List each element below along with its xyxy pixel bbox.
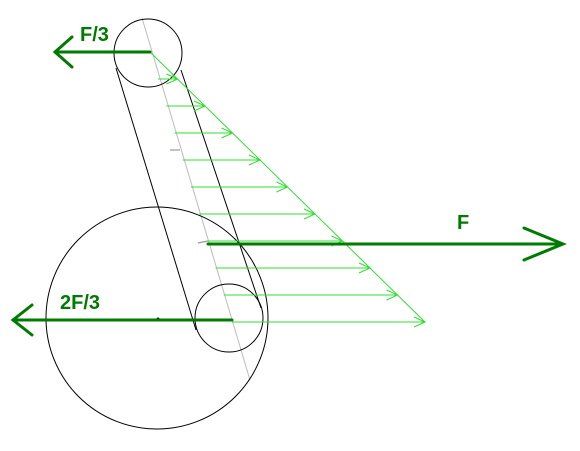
centerline-ticks <box>170 149 209 244</box>
load-arrowhead <box>248 154 262 166</box>
large-wheel <box>45 206 269 430</box>
load-arrowhead <box>386 289 399 301</box>
load-arrowhead <box>413 316 427 328</box>
load-arrowhead <box>303 208 317 220</box>
top-force-label: F/3 <box>80 24 109 46</box>
bottom-pin-circle <box>194 283 264 353</box>
load-arrowhead <box>276 181 289 193</box>
resultant-force-label: F <box>457 212 469 234</box>
load-arrowhead <box>193 100 207 112</box>
load-arrowhead <box>358 262 372 274</box>
distributed-load <box>149 51 427 328</box>
bottom-force-arrow <box>10 303 234 337</box>
top-force-arrow <box>52 35 152 69</box>
bar-edge-left <box>115 67 197 331</box>
load-arrowhead <box>166 73 179 85</box>
bottom-force-label: 2F/3 <box>60 292 100 314</box>
load-arrowhead <box>221 127 234 139</box>
resultant-force-arrow <box>206 226 567 262</box>
